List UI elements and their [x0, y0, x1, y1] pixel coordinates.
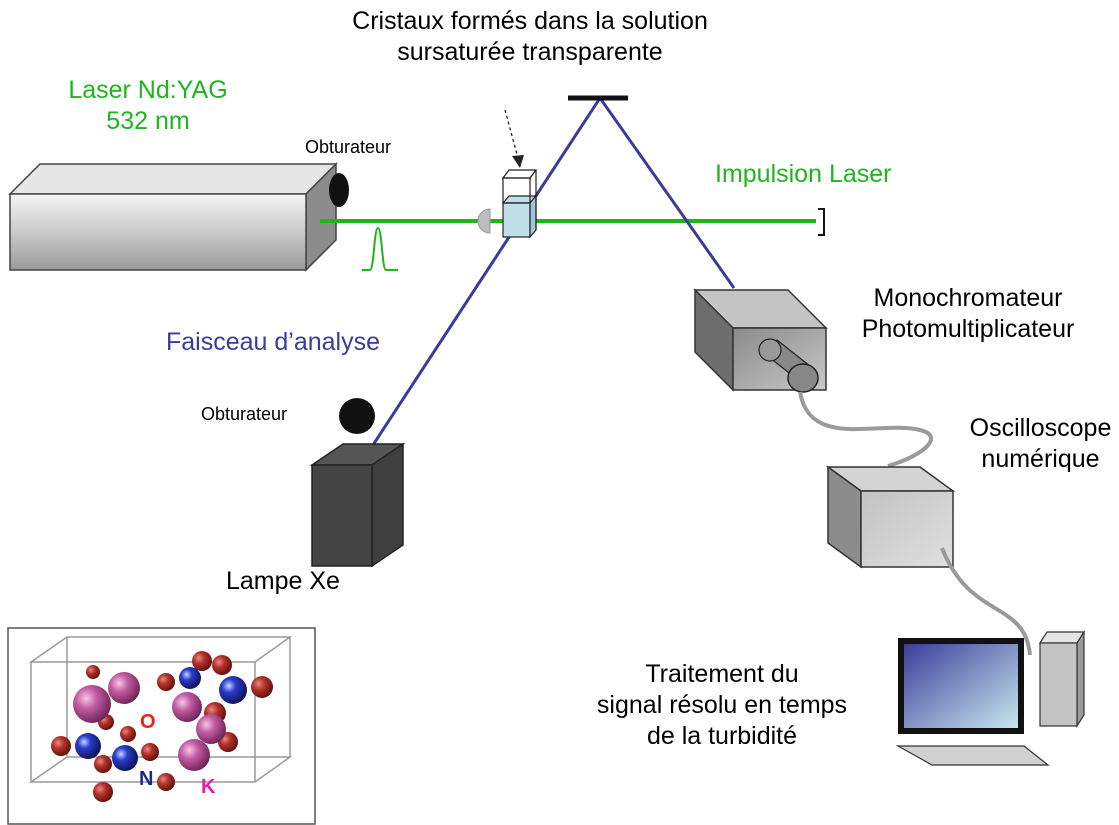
shutter-lamp [339, 398, 375, 434]
monochromator-label: Monochromateur Photomultiplicateur [838, 283, 1098, 345]
cuvette [501, 169, 538, 239]
lamp-label: Lampe Xe [226, 567, 340, 595]
laser-model-text: Laser Nd:YAG [68, 76, 228, 104]
probe-beam-label: Faisceau d’analyse [166, 328, 381, 356]
crystal-structure-inset [7, 627, 316, 825]
oscilloscope [825, 465, 956, 569]
laser-wavelength-text: 532 nm [106, 107, 190, 135]
oscilloscope-text: Oscilloscope [969, 414, 1112, 442]
computer [895, 629, 1086, 766]
atom-label-o: O [140, 711, 156, 733]
processing-text-line2: signal résolu en temps [596, 691, 848, 719]
shutter-top-label: Obturateur [305, 137, 392, 157]
processing-text-line3: de la turbidité [646, 722, 798, 750]
photomultiplier-text: Photomultiplicateur [861, 315, 1075, 343]
atom-label-k: K [201, 776, 216, 798]
shutter-bottom-label: Obturateur [201, 404, 288, 424]
crystals-text-line2: sursaturée transparente [397, 38, 663, 66]
crystal-pointer [504, 109, 519, 159]
digital-text: numérique [981, 445, 1100, 473]
laser-housing [8, 162, 338, 272]
probe-beam [371, 95, 736, 446]
half-mirror [477, 208, 491, 234]
cable-osc-pc [940, 547, 1032, 656]
crystals-label: Cristaux formés dans la solution sursatu… [290, 6, 770, 68]
pulse-label: Impulsion Laser [715, 160, 892, 188]
laser-label: Laser Nd:YAG 532 nm [28, 75, 268, 137]
crystal-pointer-head [512, 155, 524, 168]
processing-label: Traitement du signal résolu en temps de … [552, 659, 892, 752]
shutter-laser [329, 173, 349, 207]
laser-pulse-icon [362, 226, 398, 271]
cable-pm-osc [798, 391, 934, 468]
monochromator-text: Monochromateur [873, 284, 1063, 312]
monochromator [693, 288, 828, 393]
atom-label-n: N [139, 768, 154, 790]
atoms [51, 651, 273, 802]
beam-dump [818, 208, 825, 236]
xe-lamp [309, 442, 406, 568]
oscilloscope-label: Oscilloscope numérique [962, 413, 1119, 475]
crystals-text-line1: Cristaux formés dans la solution [352, 7, 708, 35]
processing-text-line1: Traitement du [645, 660, 799, 688]
